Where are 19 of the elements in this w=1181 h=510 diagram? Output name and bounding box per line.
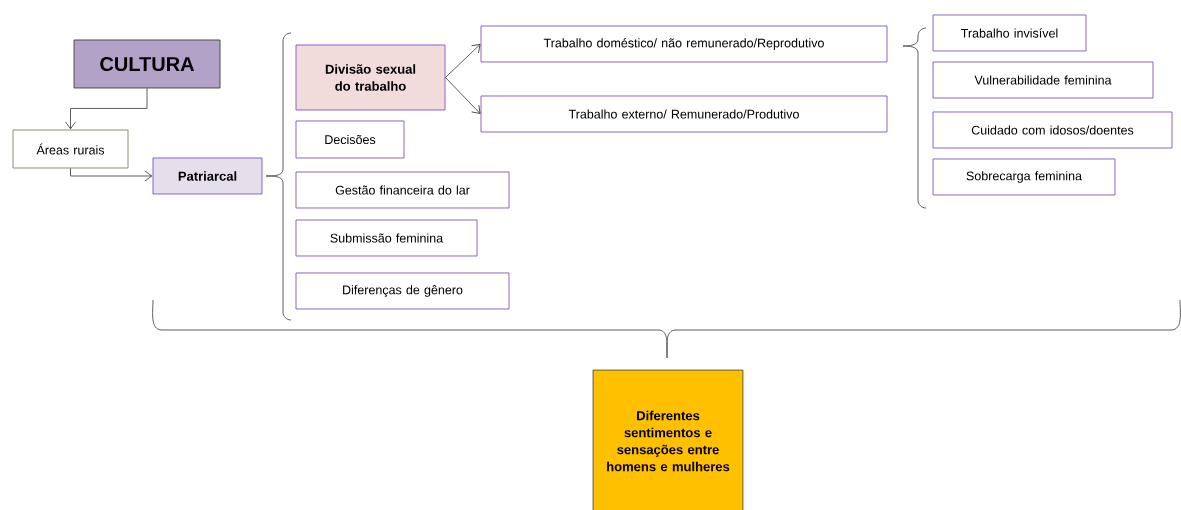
concept-box: Patriarcal	[152, 157, 263, 195]
concept-box: Trabalho externo/ Remunerado/Produtivo	[480, 95, 888, 133]
arrow	[445, 77, 481, 114]
concept-box: Divisão sexual do trabalho	[295, 44, 446, 111]
arrow	[70, 168, 153, 182]
concept-box: Trabalho invisível	[932, 14, 1087, 52]
concept-box: Diferenças de gênero	[295, 272, 510, 310]
arrow	[65, 88, 148, 130]
concept-box: Decisões	[295, 120, 405, 159]
heading-box: CULTURA	[73, 39, 221, 89]
concept-box: Áreas rurais	[12, 129, 129, 169]
concept-box: Sobrecarga feminina	[932, 158, 1116, 196]
concept-box: Vulnerabilidade feminina	[932, 61, 1154, 99]
result-box: Diferentes sentimentos e sensações entre homens e mulheres	[592, 369, 744, 510]
concept-box: Gestão financeira do lar	[295, 171, 510, 209]
concept-box: Trabalho doméstico/ não remunerado/Reprodutivo	[480, 25, 888, 63]
arrow	[445, 44, 481, 78]
concept-box: Submissão feminina	[295, 219, 478, 257]
concept-box: Cuidado com idosos/doentes	[932, 111, 1173, 149]
